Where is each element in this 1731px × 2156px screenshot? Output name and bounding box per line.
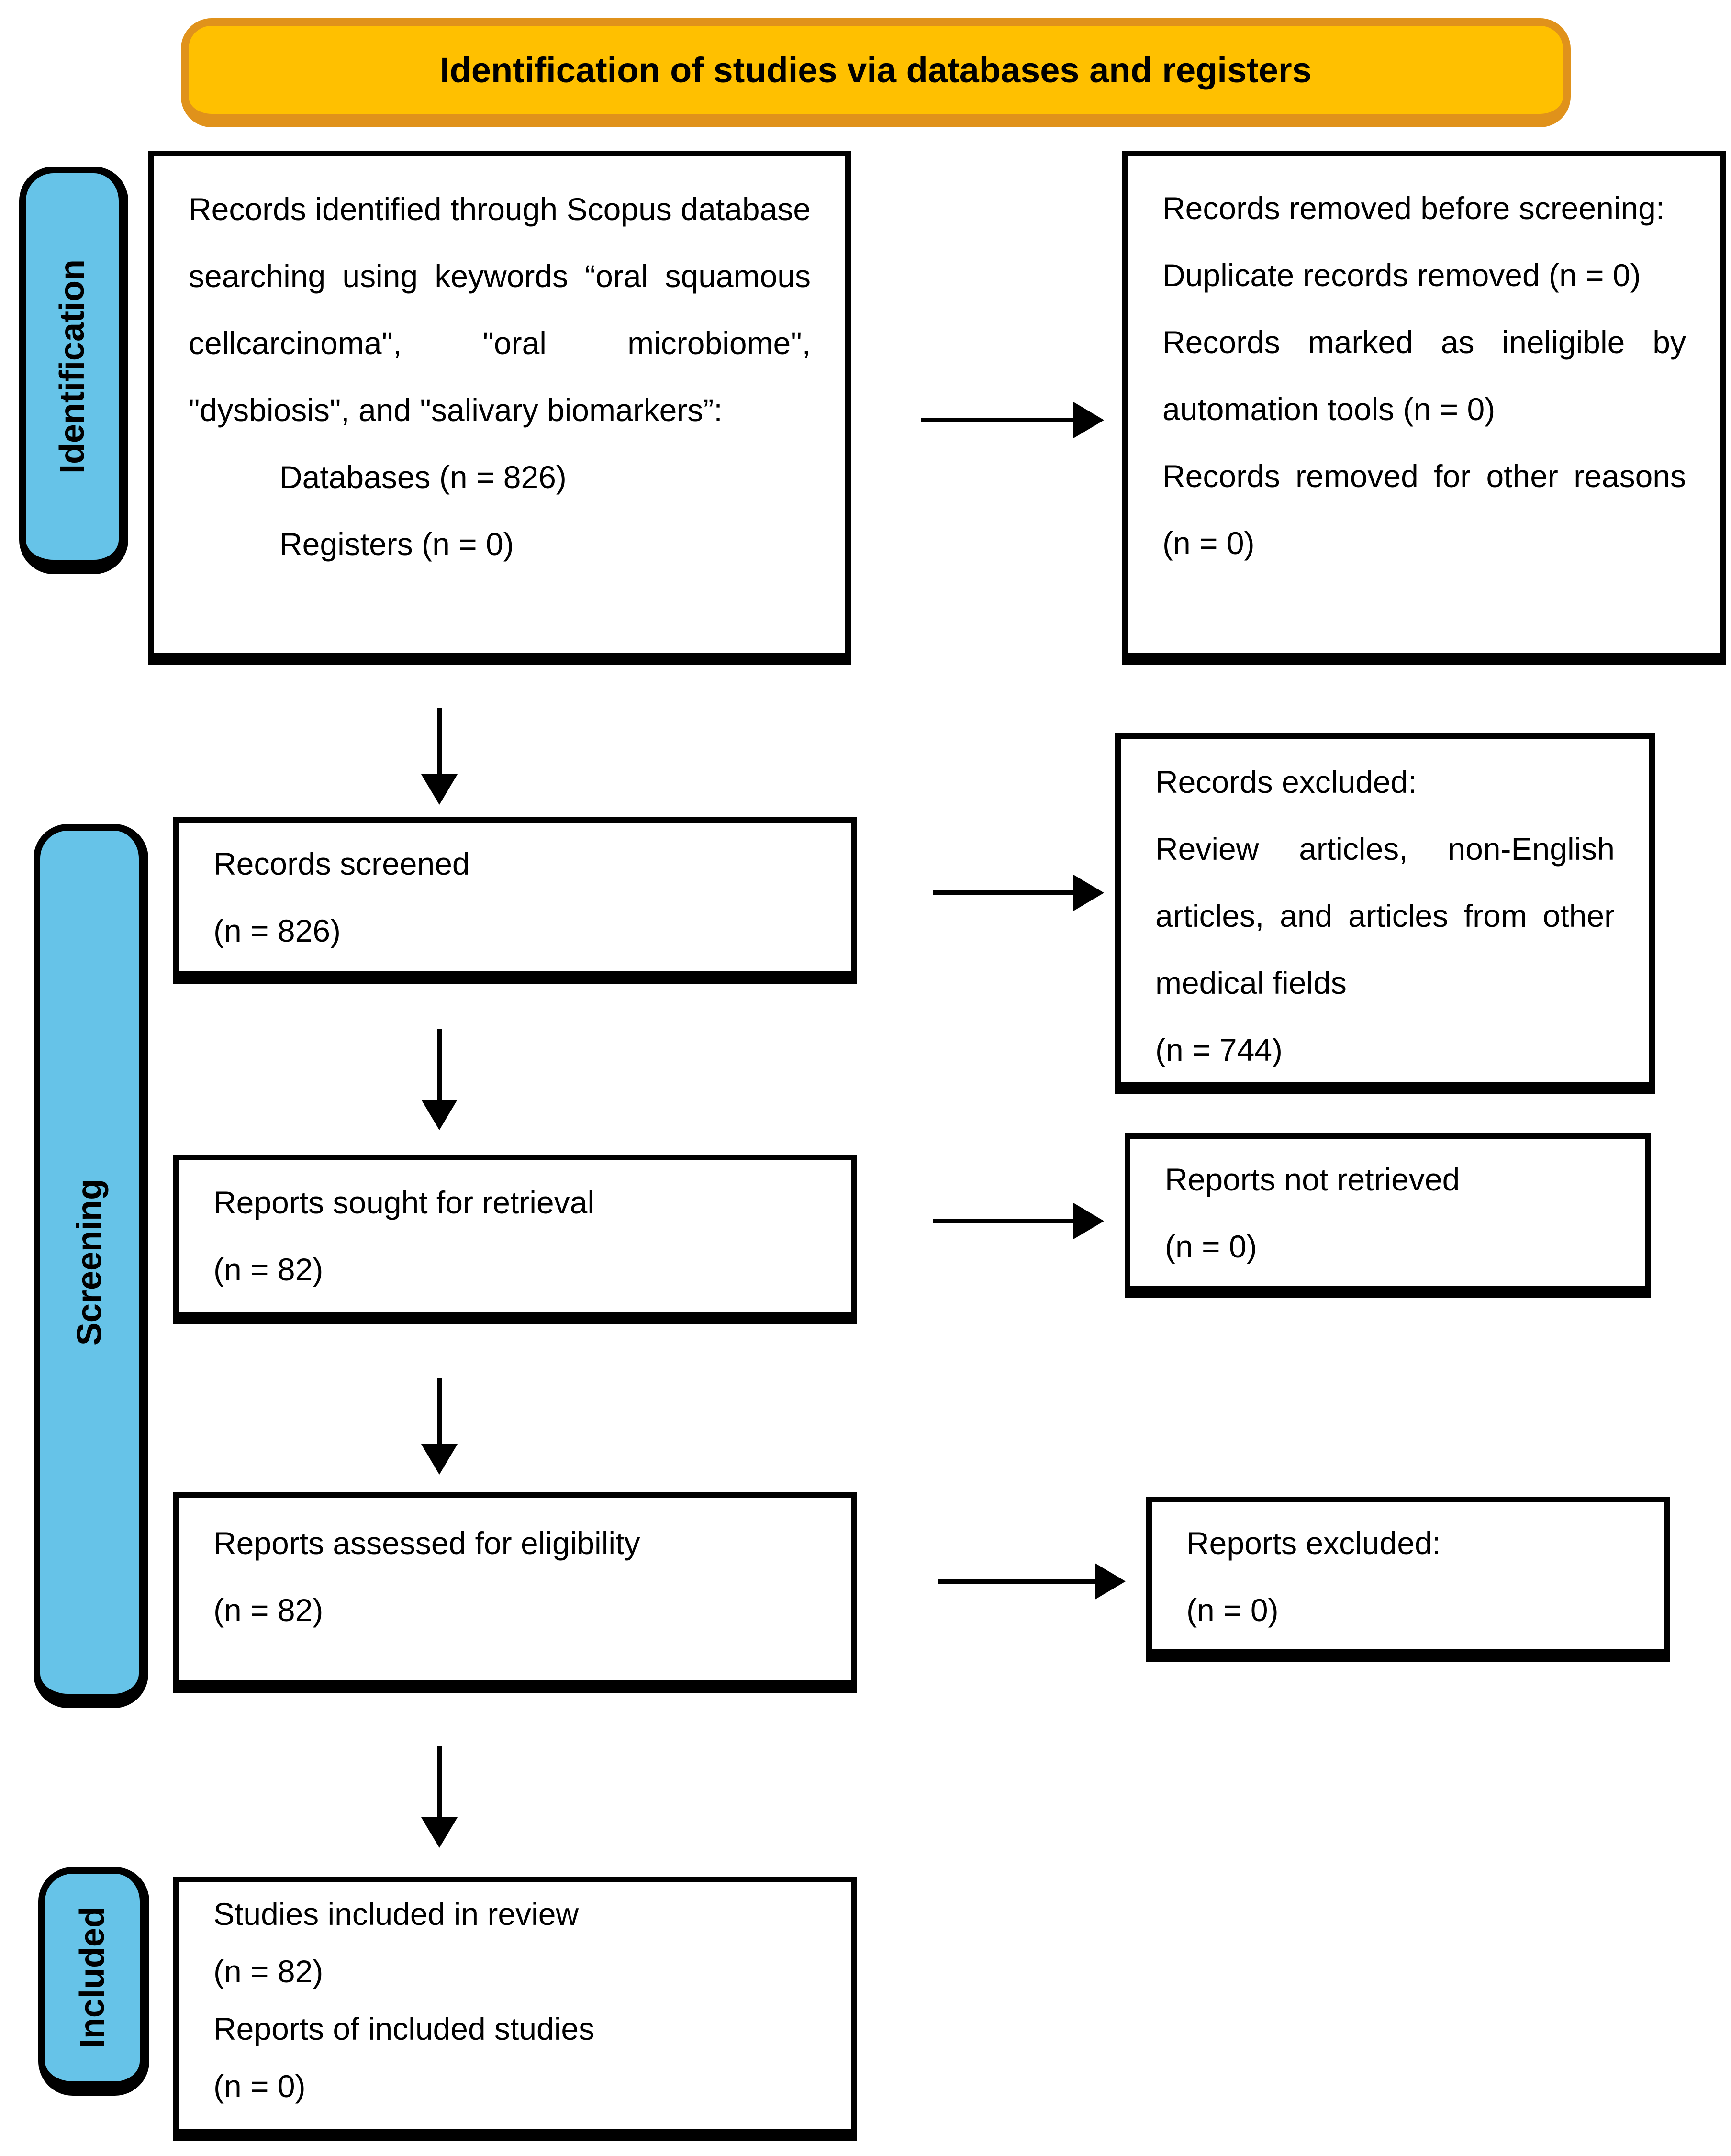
arrow-right-icon (1095, 1563, 1126, 1600)
stage-label-screening-text: Screening (70, 1178, 109, 1346)
records-removed-automation: Records marked as ineligible by automati… (1162, 324, 1686, 427)
records-screened-count: (n = 826) (213, 913, 341, 948)
reports-assessed-label: Reports assessed for eligibility (213, 1525, 640, 1561)
records-identified-databases: Databases (n = 826) (279, 459, 567, 495)
box-records-removed-before-screening: Records removed before screening: Duplic… (1122, 151, 1726, 665)
arrow-down-icon (421, 1444, 458, 1475)
arrow-line (437, 1029, 442, 1100)
arrow-down-icon (421, 774, 458, 805)
reports-not-retrieved-count: (n = 0) (1165, 1229, 1257, 1264)
reports-excluded-label: Reports excluded: (1186, 1525, 1441, 1561)
records-screened-label: Records screened (213, 846, 470, 881)
box-reports-not-retrieved: Reports not retrieved (n = 0) (1125, 1133, 1651, 1298)
box-reports-assessed-for-eligibility: Reports assessed for eligibility (n = 82… (173, 1492, 857, 1693)
records-excluded-reason: Review articles, non-English articles, a… (1155, 831, 1615, 1000)
box-records-excluded: Records excluded: Review articles, non-E… (1115, 733, 1655, 1094)
arrow-down-icon (421, 1100, 458, 1130)
records-excluded-count: (n = 744) (1155, 1032, 1283, 1067)
arrow-right-icon (1073, 402, 1104, 438)
reports-of-included-count: (n = 0) (213, 2068, 306, 2104)
box-records-screened: Records screened (n = 826) (173, 817, 857, 984)
records-removed-heading: Records removed before screening: (1162, 190, 1665, 226)
box-studies-included-in-review: Studies included in review (n = 82) Repo… (173, 1877, 857, 2141)
stage-label-screening: Screening (34, 824, 148, 1708)
arrow-line (437, 708, 442, 775)
studies-included-label: Studies included in review (213, 1896, 579, 1932)
banner-identification-of-studies: Identification of studies via databases … (181, 18, 1571, 127)
stage-label-included-text: Included (73, 1906, 112, 2049)
records-removed-duplicates: Duplicate records removed (n = 0) (1162, 257, 1641, 293)
box-records-identified: Records identified through Scopus databa… (148, 151, 851, 665)
arrow-right-icon (1073, 875, 1104, 911)
records-removed-other: Records removed for other reasons (n = 0… (1162, 458, 1686, 561)
reports-sought-label: Reports sought for retrieval (213, 1185, 595, 1220)
reports-not-retrieved-label: Reports not retrieved (1165, 1162, 1460, 1197)
reports-of-included-label: Reports of included studies (213, 2011, 595, 2046)
arrow-line (933, 890, 1074, 895)
records-identified-registers: Registers (n = 0) (279, 526, 514, 562)
arrow-line (933, 1219, 1074, 1223)
banner-title: Identification of studies via databases … (440, 50, 1312, 90)
reports-assessed-count: (n = 82) (213, 1592, 324, 1628)
records-identified-text: Records identified through Scopus databa… (189, 191, 811, 428)
stage-label-included: Included (38, 1867, 149, 2096)
box-reports-excluded: Reports excluded: (n = 0) (1146, 1497, 1670, 1662)
box-reports-sought-for-retrieval: Reports sought for retrieval (n = 82) (173, 1155, 857, 1324)
reports-excluded-count: (n = 0) (1186, 1592, 1279, 1628)
arrow-line (437, 1746, 442, 1818)
reports-sought-count: (n = 82) (213, 1252, 324, 1287)
arrow-line (437, 1378, 442, 1445)
arrow-line (921, 418, 1074, 422)
studies-included-count: (n = 82) (213, 1954, 324, 1989)
stage-label-identification: Identification (19, 167, 128, 574)
records-excluded-heading: Records excluded: (1155, 764, 1417, 800)
stage-label-identification-text: Identification (53, 259, 91, 474)
arrow-line (938, 1579, 1096, 1584)
arrow-right-icon (1073, 1203, 1104, 1239)
arrow-down-icon (421, 1817, 458, 1848)
